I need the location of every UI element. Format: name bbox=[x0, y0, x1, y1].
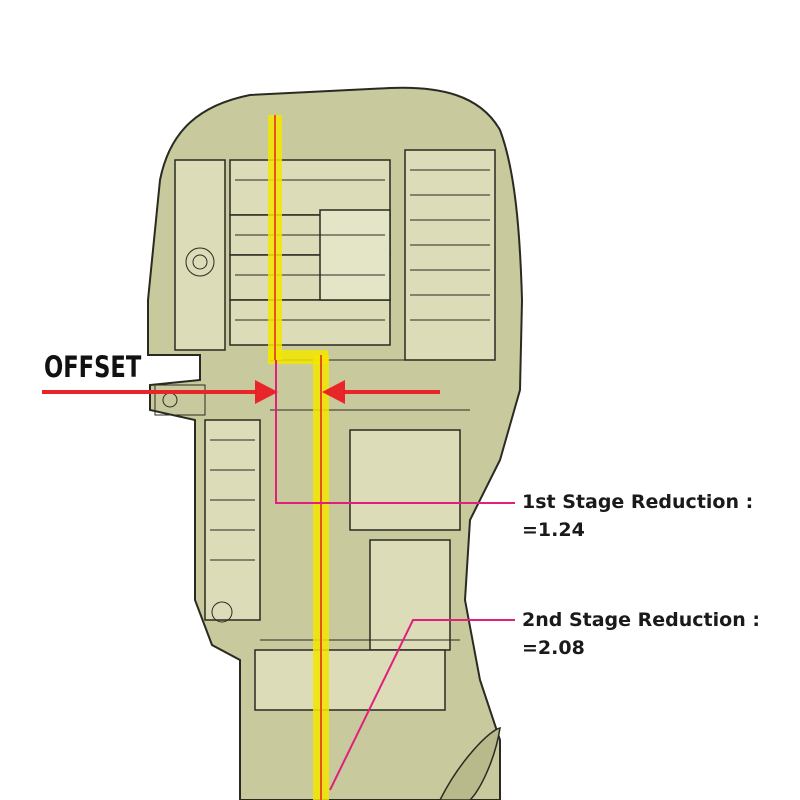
stage2-leader-line bbox=[329, 619, 515, 791]
stage1-value: =1.24 bbox=[522, 519, 585, 541]
propeller-blade bbox=[439, 727, 501, 800]
stage2-reduction-label: 2nd Stage Reduction : =2.08 bbox=[522, 606, 760, 662]
stage2-value: =2.08 bbox=[522, 637, 585, 659]
stage1-reduction-label: 1st Stage Reduction : =1.24 bbox=[522, 488, 753, 544]
offset-label: OFFSET bbox=[44, 350, 142, 384]
stage1-leader-line bbox=[275, 360, 515, 504]
stage1-title: 1st Stage Reduction : bbox=[522, 491, 754, 513]
stage2-title: 2nd Stage Reduction : bbox=[522, 609, 760, 631]
